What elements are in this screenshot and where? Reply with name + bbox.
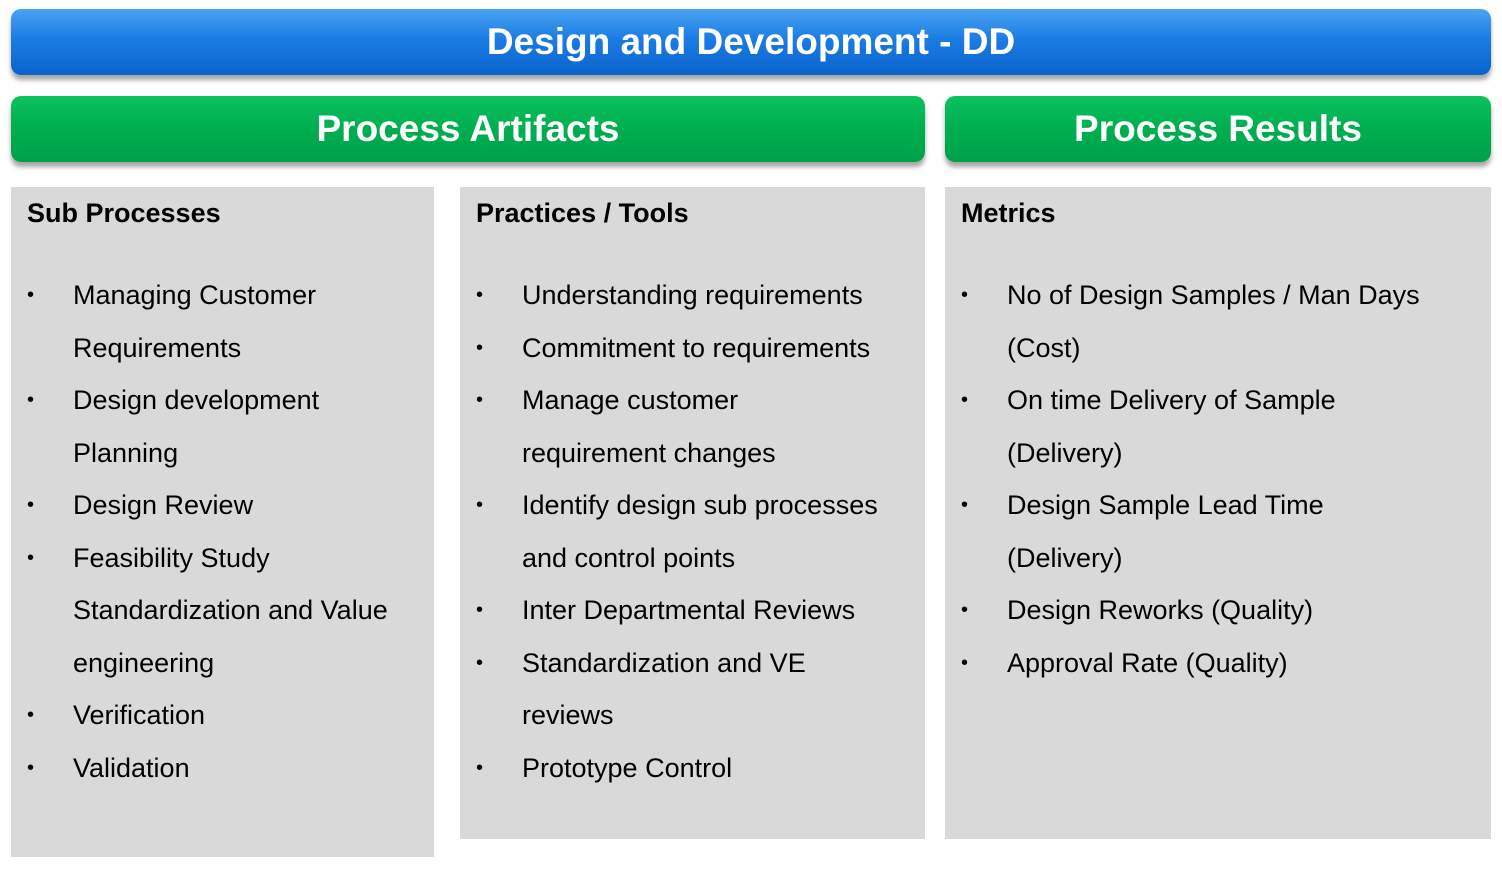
bullet-icon: •: [476, 651, 484, 674]
list-item: • Manage customer requirement changes: [476, 374, 916, 479]
list-item: • Standardization and VE reviews: [476, 637, 916, 742]
list-item-text: Standardization and VE: [522, 647, 806, 678]
list-item-text: On time Delivery of Sample: [1007, 385, 1336, 415]
bullet-icon: •: [961, 599, 969, 621]
list-item-text: Planning: [73, 437, 179, 468]
list-item-text: Understanding requirements: [522, 280, 863, 310]
list-item-text: Verification: [73, 700, 206, 730]
bullet-icon: •: [27, 494, 35, 516]
list-item: • Design Review: [27, 479, 427, 532]
list-item-text: Standardization and Value: [73, 595, 388, 625]
list-item: • Inter Departmental Reviews: [476, 584, 916, 637]
bullet-icon: •: [27, 756, 35, 779]
list-item-text: Managing Customer: [73, 280, 317, 310]
bullet-icon: •: [476, 494, 484, 516]
list-item-text: Commitment to requirements: [522, 332, 871, 363]
bullet-icon: •: [961, 651, 969, 674]
list-item-text: Feasibility Study: [73, 542, 270, 573]
list-item-text: (Delivery): [1007, 437, 1123, 468]
bullet-icon: •: [27, 284, 35, 306]
bullet-icon: •: [27, 389, 35, 411]
list-item: • Identify design sub processes and contro…: [476, 479, 916, 584]
process-artifacts-banner: Process Artifacts: [11, 96, 925, 162]
list-item-text: engineering: [73, 647, 215, 678]
sub-processes-heading: Sub Processes: [27, 198, 221, 228]
bullet-icon: •: [27, 704, 35, 726]
list-item-text: (Cost): [1007, 332, 1081, 363]
list-item-text: No of Design Samples / Man Days: [1007, 280, 1420, 310]
list-item: • Prototype Control: [476, 742, 916, 795]
list-item: • Validation: [27, 742, 427, 795]
title-banner: Design and Development - DD: [11, 9, 1491, 75]
process-artifacts-label: Process Artifacts: [316, 108, 620, 149]
list-item: • On time Delivery of Sample (Delivery): [961, 374, 1481, 479]
metrics-list: • No of Design Samples / Man Days (Cost) • O…: [961, 269, 1481, 689]
list-item-text: Prototype Control: [522, 752, 733, 783]
list-item: • No of Design Samples / Man Days (Cost): [961, 269, 1481, 374]
list-item-text: and control points: [522, 542, 736, 573]
list-item-text: Validation: [73, 752, 190, 783]
page-title: Design and Development - DD: [486, 21, 1016, 62]
metrics-panel: Metrics • No of Design Samples / Man Days…: [945, 187, 1491, 839]
bullet-icon: •: [27, 546, 35, 569]
practices-tools-list: • Understanding requirements • Commitment t…: [476, 269, 916, 794]
list-item: • Approval Rate (Quality): [961, 637, 1481, 690]
metrics-heading: Metrics: [961, 198, 1056, 228]
bullet-icon: •: [961, 284, 969, 306]
list-item-text: Design Review: [73, 490, 254, 520]
practices-tools-heading: Practices / Tools: [476, 198, 689, 228]
list-item-text: reviews: [522, 700, 614, 730]
list-item-text: Design Sample Lead Time: [1007, 490, 1324, 520]
list-item: • Verification: [27, 689, 427, 742]
list-item-text: Requirements: [73, 332, 242, 363]
list-item: • Design Sample Lead Time (Delivery): [961, 479, 1481, 584]
process-results-banner: Process Results: [945, 96, 1491, 162]
list-item-text: Approval Rate (Quality): [1007, 647, 1288, 678]
list-item: • Commitment to requirements: [476, 322, 916, 375]
bullet-icon: •: [961, 494, 969, 516]
bullet-icon: •: [476, 284, 484, 306]
process-results-label: Process Results: [1074, 108, 1362, 149]
list-item-text: requirement changes: [522, 437, 776, 468]
list-item-text: Design Reworks (Quality): [1007, 595, 1314, 625]
list-item-text: Manage customer: [522, 385, 739, 415]
bullet-icon: •: [476, 389, 484, 411]
bullet-icon: •: [476, 599, 484, 621]
practices-tools-panel: Practices / Tools • Understanding require…: [460, 187, 925, 839]
list-item: • Design Reworks (Quality): [961, 584, 1481, 637]
list-item-text: Identify design sub processes: [522, 490, 878, 520]
bullet-icon: •: [476, 756, 484, 779]
bullet-icon: •: [961, 389, 969, 411]
list-item-text: Design development: [73, 385, 320, 415]
list-item: • Understanding requirements: [476, 269, 916, 322]
list-item-text: Inter Departmental Reviews: [522, 595, 856, 625]
bullet-icon: •: [476, 336, 484, 359]
list-item-text: (Delivery): [1007, 542, 1123, 573]
